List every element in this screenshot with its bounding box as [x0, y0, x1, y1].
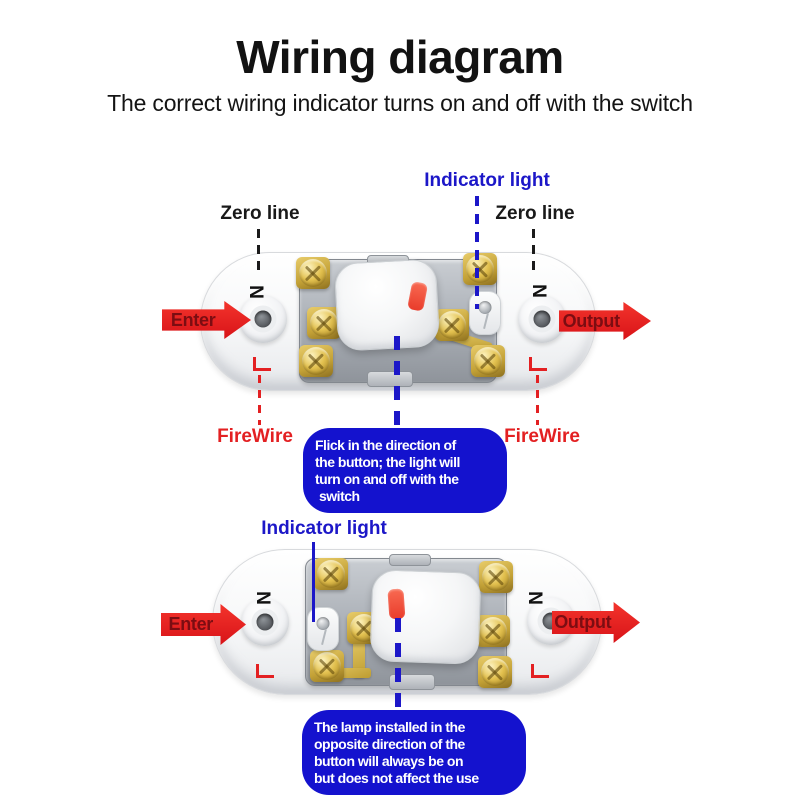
button-leader-top: [394, 336, 400, 428]
callout-line: but does not affect the use: [314, 770, 479, 786]
terminal-screw: [476, 615, 510, 647]
terminal-screw: [314, 558, 348, 590]
screw-icon: [438, 311, 466, 339]
enter-arrow-label-bottom: Enter: [168, 614, 213, 634]
live-wire-mark-right: [531, 664, 549, 678]
screw-icon: [299, 259, 327, 287]
neutral-marker-right: N: [524, 591, 545, 605]
neutral-marker-right: N: [528, 284, 549, 298]
callout-line: opposite direction of the: [314, 736, 465, 752]
rocker-button: [369, 569, 482, 665]
callout-correct-wiring: Flick in the direction of the button; th…: [303, 428, 507, 513]
indicator-wire: [321, 628, 327, 646]
screw-icon: [302, 347, 330, 375]
screw-icon: [474, 347, 502, 375]
cord-hole-left: [254, 310, 272, 328]
terminal-screw: [479, 561, 513, 593]
callout-line: Flick in the direction of: [315, 437, 456, 453]
screw-icon: [482, 563, 510, 591]
indicator-light-label-top: Indicator light: [424, 170, 550, 191]
zero-line-leader-left-top: [257, 229, 260, 276]
zero-line-label-right-top: Zero line: [495, 203, 575, 224]
callout-opposite-wiring: The lamp installed in the opposite direc…: [302, 710, 526, 795]
button-red-stripe: [407, 281, 429, 312]
terminal-screw: [435, 309, 469, 341]
indicator-lamp: [478, 301, 492, 314]
cord-hole-right: [533, 310, 551, 328]
screw-icon: [317, 560, 345, 588]
screw-icon: [310, 309, 338, 337]
firewire-leader-right-top: [536, 375, 539, 425]
cord-post-left: [241, 598, 289, 646]
rocker-button: [333, 258, 441, 352]
neutral-marker-left: N: [245, 285, 266, 299]
indicator-lamp-socket: [469, 291, 501, 335]
terminal-screw: [299, 345, 333, 377]
callout-line: The lamp installed in the: [314, 719, 465, 735]
terminal-screw: [310, 650, 344, 682]
firewire-label-left-top: FireWire: [217, 426, 293, 447]
mount-clip-top: [389, 554, 431, 566]
live-wire-mark-left: [253, 357, 271, 371]
firewire-leader-left-top: [258, 375, 261, 425]
page-title: Wiring diagram: [236, 31, 564, 83]
enter-arrow-label-top: Enter: [170, 309, 216, 330]
indicator-lamp: [316, 617, 330, 630]
screw-icon: [479, 617, 507, 645]
terminal-screw: [463, 253, 497, 285]
neutral-marker-left: N: [252, 591, 273, 605]
indicator-light-label-bottom: Indicator light: [261, 518, 387, 539]
callout-line: button will always be on: [314, 753, 464, 769]
live-wire-mark-right: [529, 357, 547, 371]
indicator-leader-top: [475, 196, 479, 309]
mount-clip-bottom: [367, 371, 413, 387]
callout-line: the button; the light will: [315, 454, 460, 470]
button-red-stripe: [387, 588, 406, 620]
callout-line: turn on and off with the: [315, 471, 459, 487]
brass-strip: [353, 636, 365, 678]
output-arrow-label-top: Output: [562, 310, 620, 331]
zero-line-label-left-top: Zero line: [220, 203, 300, 224]
terminal-screw: [478, 656, 512, 688]
callout-line: switch: [319, 488, 360, 504]
terminal-screw: [296, 257, 330, 289]
indicator-wire: [483, 312, 489, 330]
inline-switch-bottom: N N: [212, 549, 602, 695]
cord-post-right: [518, 295, 566, 343]
terminal-screw: [471, 345, 505, 377]
screw-icon: [466, 255, 494, 283]
output-arrow-label-bottom: Output: [554, 612, 612, 632]
indicator-leader-bottom: [312, 542, 315, 622]
button-leader-bottom: [395, 618, 401, 712]
page-subtitle: The correct wiring indicator turns on an…: [107, 90, 693, 116]
inline-switch-top: N N: [200, 252, 596, 391]
screw-icon: [481, 658, 509, 686]
zero-line-leader-right-top: [532, 229, 535, 274]
live-wire-mark-left: [256, 664, 274, 678]
screw-icon: [313, 652, 341, 680]
firewire-label-right-top: FireWire: [504, 426, 580, 447]
cord-hole-left: [256, 613, 274, 631]
